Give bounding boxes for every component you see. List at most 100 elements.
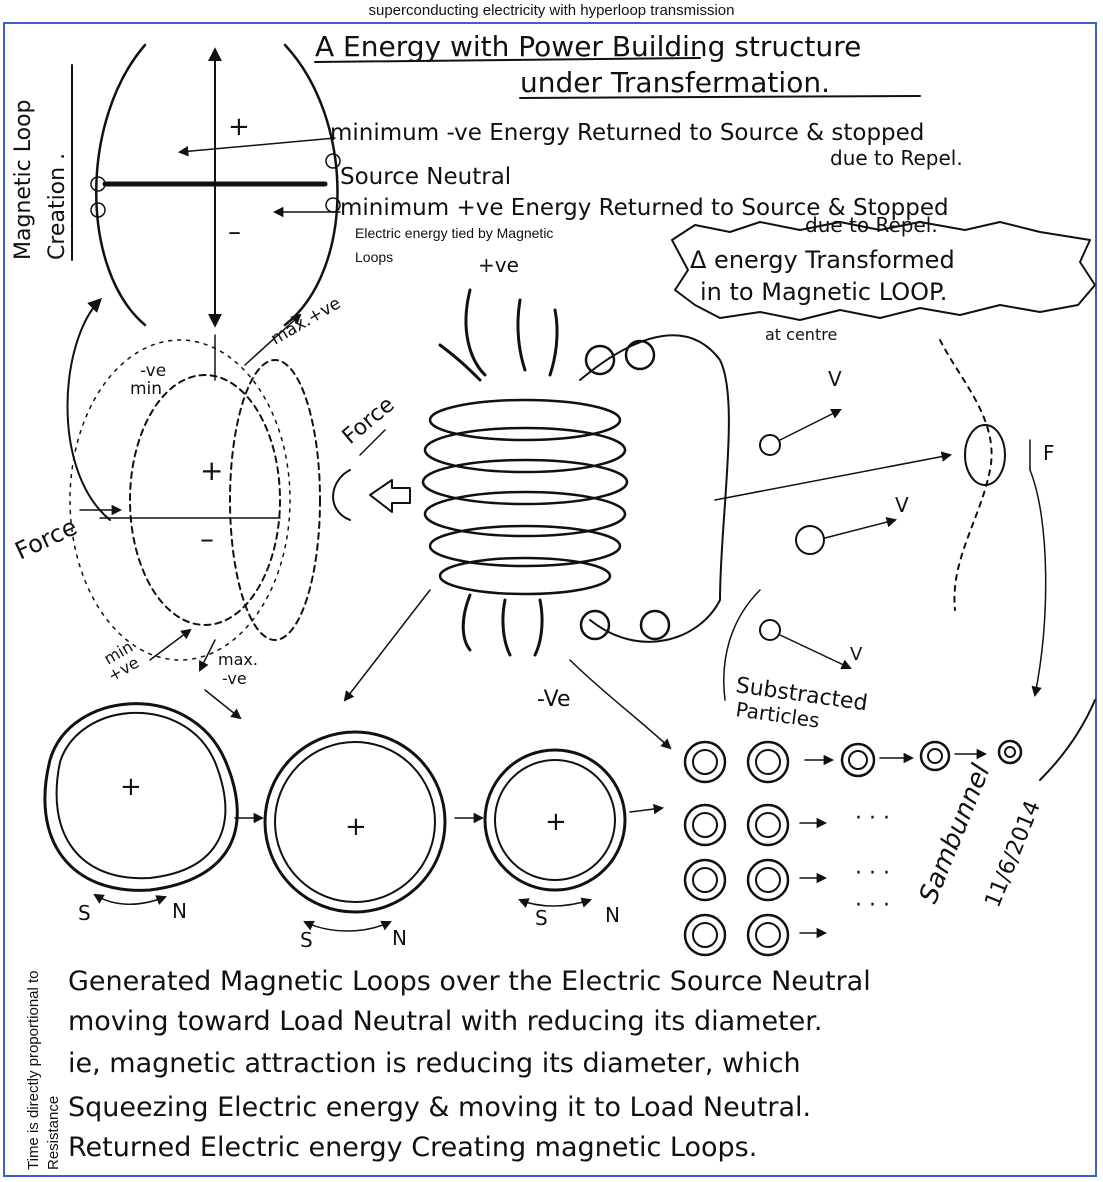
loop-3-n: N xyxy=(605,903,620,927)
right-chain-dotted xyxy=(940,340,992,610)
ring-r1c3 xyxy=(842,744,874,776)
coil-to-rings-arrow xyxy=(570,660,670,748)
side-label-line-1: Magnetic Loop xyxy=(11,100,36,261)
left-outer-arc xyxy=(68,300,111,520)
note-min-neg-2: min xyxy=(130,379,162,399)
ring-r1c2 xyxy=(748,742,788,782)
top-lens-diagram: + – xyxy=(91,45,340,325)
particle-3-arrow xyxy=(780,635,850,668)
vertical-label-line-2: Resistance xyxy=(45,1096,62,1170)
signature-group: Sambunnel 11/6/2014 xyxy=(914,759,1052,929)
lens-plus: + xyxy=(228,112,250,142)
outer-loop-dotted xyxy=(70,340,290,660)
magnet-plus: + xyxy=(200,454,223,487)
note-v3: V xyxy=(850,644,863,665)
ring-r2c2 xyxy=(748,805,788,845)
bottom-paragraph: Generated Magnetic Loops over the Electr… xyxy=(68,966,871,1163)
ring-r3c1-inner xyxy=(693,868,717,892)
right-loop-chain xyxy=(230,360,320,640)
vertical-label-group: Time is directly proportional to Resista… xyxy=(25,970,62,1170)
ring-r1c5-inner xyxy=(1005,747,1015,757)
ring-r1c1-inner xyxy=(693,750,717,774)
ring-r3c1 xyxy=(685,860,725,900)
signature-date: 11/6/2014 xyxy=(981,797,1046,911)
loop-2-sn-arrow xyxy=(305,922,390,931)
ring-r1c4-inner xyxy=(928,749,942,763)
title-line-2: under Transfermation. xyxy=(520,66,830,99)
note-transformed-1: Δ energy Transformed xyxy=(690,246,955,274)
min-pos-arrow xyxy=(150,630,190,660)
note-min-neg: -ve xyxy=(140,361,166,381)
title-line-1: A Energy with Power Building structure xyxy=(315,30,861,63)
bottom-line-2: moving toward Load Neutral with reducing… xyxy=(68,1006,822,1037)
note-electric-tied-2: Loops xyxy=(355,249,393,265)
note-electric-tied-1: Electric energy tied by Magnetic xyxy=(355,225,553,241)
ring-r3c2-inner xyxy=(756,868,780,892)
ring-r4-ellipsis: · · · xyxy=(855,893,890,918)
note-force-left: Force xyxy=(11,513,82,566)
magnet-to-loop-arrow xyxy=(205,690,240,718)
ring-r2c2-inner xyxy=(756,813,780,837)
to-centre-arrow xyxy=(715,455,950,500)
loop-arrow-3-rings xyxy=(630,808,662,812)
coil-bottom-tube-3 xyxy=(535,600,542,655)
note-max-neg: max. xyxy=(218,650,258,669)
note-force-right: Force xyxy=(338,392,400,449)
lens-minus: – xyxy=(228,217,241,247)
ring-r2-ellipsis: · · · xyxy=(855,806,890,831)
ring-r4c2 xyxy=(748,915,788,955)
coil-bottom-tube-1 xyxy=(463,595,470,650)
coil-bottom-tube-2 xyxy=(503,600,510,655)
magnet-field-diagram: + – xyxy=(68,300,411,670)
coil-chain-loop xyxy=(580,335,729,641)
force-loop-right xyxy=(333,470,350,520)
note-source-neutral: Source Neutral xyxy=(340,164,511,190)
loop-1-sn-arrow xyxy=(95,895,165,904)
ring-r1c4 xyxy=(921,742,949,770)
note-at-centre: at centre xyxy=(765,325,837,344)
note-f: F xyxy=(1043,441,1055,465)
loop-2-plus: + xyxy=(345,812,367,842)
vertical-label-line-1: Time is directly proportional to xyxy=(25,970,42,1170)
note-neg-returned: minimum -ve Energy Returned to Source & … xyxy=(330,120,924,146)
bottom-line-3: ie, magnetic attraction is reducing its … xyxy=(68,1048,801,1079)
loop-sequence: + S N + S N + S N xyxy=(45,690,662,952)
ring-r1c1 xyxy=(685,742,725,782)
loop-3-plus: + xyxy=(545,807,567,837)
chain-ring-1 xyxy=(586,346,614,374)
particle-2-arrow xyxy=(825,520,895,538)
max-neg-arrow xyxy=(200,640,215,670)
magnet-minus: – xyxy=(200,522,214,555)
particle-3 xyxy=(760,620,780,640)
particle-1-arrow xyxy=(780,410,840,440)
bottom-line-5: Returned Electric energy Creating magnet… xyxy=(68,1132,757,1163)
loop-3-sn-arrow xyxy=(520,900,590,906)
signature-flourish xyxy=(1040,700,1095,780)
inner-loop-chain xyxy=(130,375,280,625)
note-plus-ve: +ve xyxy=(478,253,519,277)
ring-r3c2 xyxy=(748,860,788,900)
coil-tube-1 xyxy=(466,290,485,375)
side-label-line-2: Creation . xyxy=(45,153,70,260)
particle-2 xyxy=(796,526,824,554)
ring-r4c2-inner xyxy=(756,923,780,947)
ring-r1c3-inner xyxy=(849,751,867,769)
particle-field xyxy=(715,340,1046,700)
loop-3-s: S xyxy=(535,906,548,930)
ring-r2c1 xyxy=(685,805,725,845)
signature-name: Sambunnel xyxy=(914,759,997,907)
ring-r4c1 xyxy=(685,915,725,955)
s-pole-marker xyxy=(326,154,340,168)
note-max-neg-2: -ve xyxy=(222,669,247,688)
ring-r1c5 xyxy=(999,741,1021,763)
note-transformed-2: in to Magnetic LOOP. xyxy=(700,278,947,306)
coil-diagram xyxy=(345,290,729,748)
loop-1-plus: + xyxy=(120,772,142,802)
note-v1: V xyxy=(828,367,842,391)
ring-r3-ellipsis: · · · xyxy=(855,861,890,886)
coil-turn-4 xyxy=(425,492,625,536)
force-arrow-shape xyxy=(370,480,410,512)
bottom-line-1: Generated Magnetic Loops over the Electr… xyxy=(68,966,871,997)
